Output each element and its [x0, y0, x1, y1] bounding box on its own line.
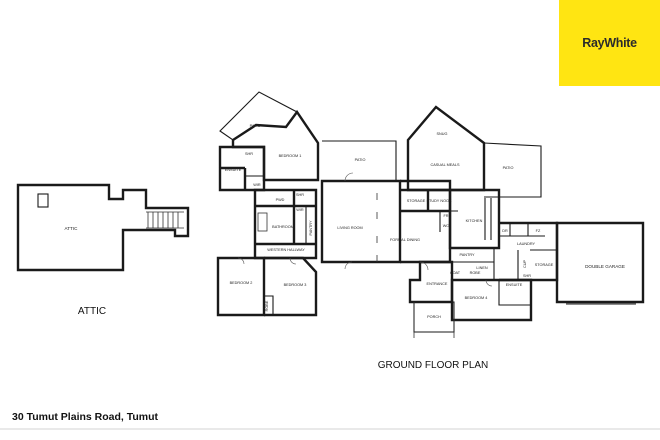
garage-door: [566, 301, 636, 305]
bath-hall-walls: [253, 188, 318, 260]
label-double-garage: DOUBLE GARAGE: [585, 264, 625, 269]
label-ensuite4: ENSUITE: [506, 283, 523, 287]
brand-logo-text: RayWhite: [582, 36, 637, 50]
label-living-room: LIVING ROOM: [337, 226, 362, 230]
patio-nw-outline: [219, 91, 298, 141]
brand-logo: RayWhite: [559, 0, 660, 86]
label-kitchen: KITCHEN: [466, 219, 483, 223]
label-western-hallway: WESTERN HALLWAY: [267, 248, 305, 252]
label-fr: FR: [443, 214, 448, 218]
label-cup: CUP: [523, 260, 527, 268]
label-linen: LINEN: [476, 266, 487, 270]
living-walls: [320, 179, 402, 264]
label-bedroom1: BEDROOM 1: [279, 154, 302, 158]
label-robe: ROBE: [265, 300, 269, 311]
robe-walls: [264, 295, 274, 315]
label-casual-meals: CASUAL MEALS: [431, 163, 460, 167]
label-coat: COAT: [450, 271, 461, 275]
garage-walls: [555, 221, 645, 304]
label-shr4: SHR: [523, 274, 531, 278]
label-bedroom2: BEDROOM 2: [230, 281, 253, 285]
attic-hatch: [37, 193, 49, 208]
kitchen-walls: [448, 188, 501, 250]
label-shr1: SHR: [245, 152, 253, 156]
label-bedroom3: BEDROOM 3: [284, 283, 307, 287]
snug-walls: [406, 105, 486, 192]
label-wir1: WIR: [253, 183, 261, 187]
porch-posts: [413, 302, 455, 338]
label-bedroom4: BEDROOM 4: [465, 296, 488, 300]
label-patio-ne: PATIO: [503, 166, 514, 170]
door-swings: [237, 172, 493, 287]
label-pantry-w: PANTRY: [309, 220, 313, 236]
laundry-inner: [499, 223, 557, 280]
attic-room-label: ATTIC: [65, 226, 79, 231]
label-storage-e: STORAGE: [535, 263, 554, 267]
label-fz: FZ: [536, 229, 541, 233]
kitchen-bench: [439, 198, 492, 240]
label-wo: WO: [443, 224, 450, 228]
attic-stairs: [146, 211, 184, 229]
label-robe-bed4: ROBE: [470, 271, 481, 275]
ensuite4-walls: [498, 280, 531, 306]
label-bathroom: BATHROOM: [272, 225, 294, 229]
label-formal-dining-line: FORMAL DINING: [390, 238, 420, 242]
label-entrance: ENTRANCE: [427, 282, 448, 286]
attic-walls: [16, 183, 190, 272]
label-study-nook: STUDY NOOK: [426, 199, 452, 203]
property-address: 30 Tumut Plains Road, Tumut: [12, 411, 159, 423]
attic-title: ATTIC: [78, 306, 106, 317]
patio-ne-outline: [483, 142, 542, 198]
label-storage-mid: STORAGE: [407, 199, 426, 203]
ground-floor-title: GROUND FLOOR PLAN: [378, 360, 489, 371]
label-patio-nw: PATIO: [250, 124, 261, 128]
label-pantry-e: PANTRY: [459, 253, 475, 257]
label-patio-mid: PATIO: [355, 158, 366, 162]
bedroom2-walls: [216, 256, 266, 317]
ground-floor-plan: PATIO BEDROOM 1 SHR ENSUITE WIR PWD SHR …: [216, 91, 645, 371]
label-porch: PORCH: [427, 315, 441, 319]
label-dr: DR: [502, 229, 508, 233]
label-snug: SNUG: [437, 132, 448, 136]
label-pwd: PWD: [276, 198, 285, 202]
footer-divider: [0, 428, 660, 430]
label-ensuite1: ENSUITE: [225, 168, 242, 172]
label-shr2: SHR: [296, 193, 304, 197]
dining-walls: [400, 179, 452, 264]
label-laundry: LAUNDRY: [517, 242, 536, 246]
attic-plan: ATTIC ATTIC: [16, 183, 190, 317]
bathtub: [257, 212, 268, 232]
label-wir2: WIR: [296, 208, 304, 212]
